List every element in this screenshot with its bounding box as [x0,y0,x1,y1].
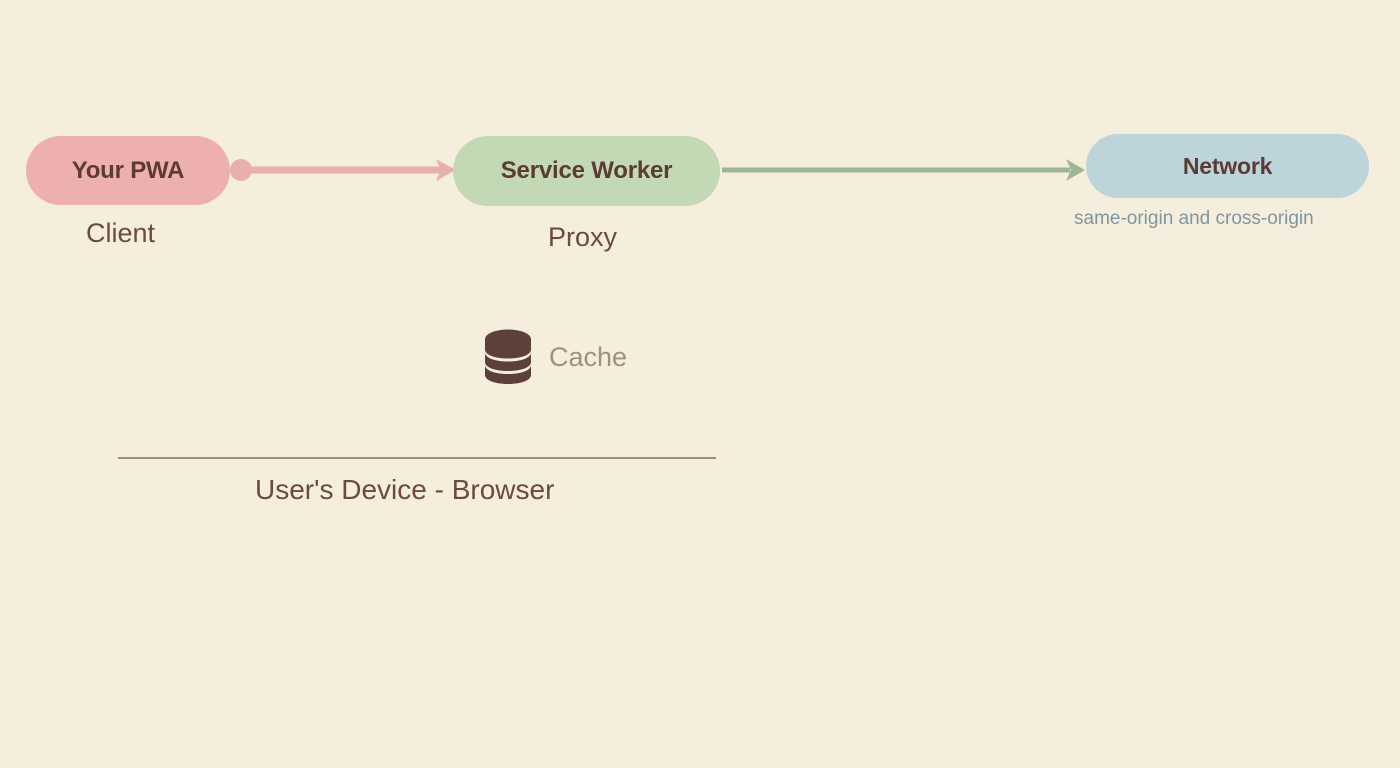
node-service-worker[interactable]: Service Worker [453,136,720,206]
caption-client: Client [86,218,156,248]
browser-boundary-divider [118,457,716,459]
node-label-network: Network [1182,152,1273,179]
arrowhead-green-icon [1066,159,1085,181]
cache-label: Cache [549,341,628,372]
database-icon [485,329,531,384]
caption-proxy: Proxy [548,222,618,252]
browser-boundary-label: User's Device - Browser [255,474,555,505]
connector-service-worker-to-network [722,159,1085,181]
node-label-service-worker: Service Worker [500,157,673,184]
connector-pwa-to-service-worker [230,159,456,181]
cache-storage-group[interactable]: Cache [484,329,627,385]
connector-start-dot [230,159,252,181]
caption-network-origins: same-origin and cross-origin [1074,208,1314,229]
node-network[interactable]: Network [1086,134,1369,198]
node-your-pwa[interactable]: Your PWA [26,136,230,205]
node-label-your-pwa: Your PWA [71,156,185,184]
arrowhead-pink-icon [436,159,456,181]
